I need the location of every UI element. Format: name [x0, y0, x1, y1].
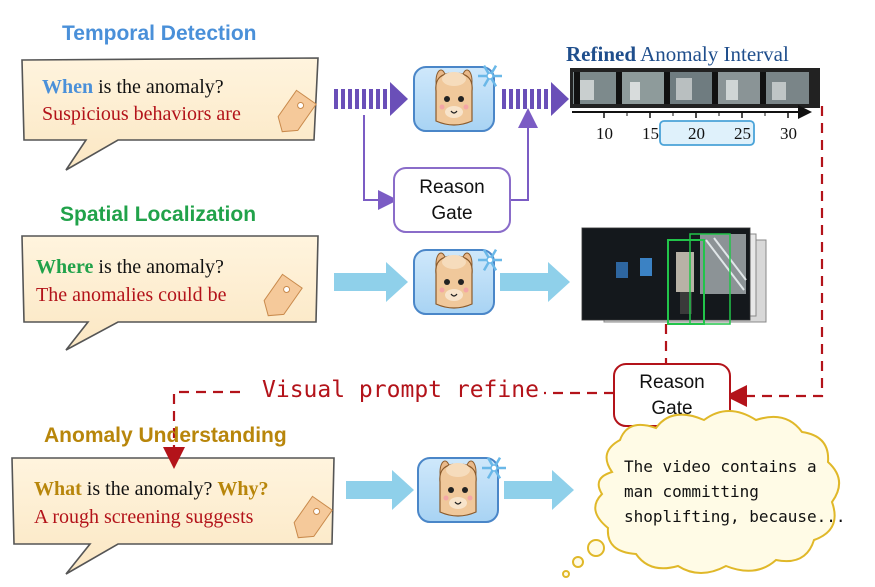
interval-highlight [659, 120, 755, 146]
temporal-arrow-out [502, 82, 569, 116]
output-line2: man committing [624, 482, 759, 501]
refined-bold: Refined [566, 42, 636, 66]
title-spatial-localization: Spatial Localization [60, 203, 257, 226]
question-temporal: When is the anomaly? [42, 76, 224, 99]
output-line3: shoplifting, because... [624, 507, 846, 526]
question-understanding: What is the anomaly? Why? [34, 478, 268, 501]
question-lead-when: When [42, 76, 94, 98]
answer-understanding: A rough screening suggests [34, 506, 254, 528]
output-thought-cloud [562, 410, 840, 578]
tick-label: 25 [734, 124, 751, 143]
answer-temporal: Suspicious behaviors are [42, 103, 241, 125]
timeline-axis [572, 105, 812, 146]
output-text: The video contains a man committing shopli… [624, 454, 846, 529]
reason-gate-top-box [393, 167, 511, 233]
spatial-frame-stack [581, 227, 767, 325]
understanding-arrow-out [504, 470, 574, 510]
spatial-arrow-out [500, 262, 570, 302]
refined-interval-title: Refined Anomaly Interval [566, 42, 789, 67]
output-line1: The video contains a [624, 457, 817, 476]
reason-gate-routing-top [363, 108, 538, 210]
reason-gate-line1: Reason [639, 372, 705, 393]
spatial-arrow-in [334, 262, 408, 302]
question-why: Why? [217, 478, 269, 500]
bubble-spatial [21, 235, 319, 351]
question-spatial: Where is the anomaly? [36, 256, 224, 279]
tick-label: 15 [642, 124, 659, 143]
refined-rest: Anomaly Interval [636, 42, 789, 66]
reason-gate-line2: Gate [431, 203, 473, 224]
tick-label: 20 [688, 124, 705, 143]
tick-label: 30 [780, 124, 797, 143]
bubble-understanding [11, 457, 335, 575]
video-frame-strip [570, 68, 820, 108]
question-rest: is the anomaly? [81, 478, 218, 500]
temporal-arrow-in [334, 82, 408, 116]
question-rest: is the anomaly? [93, 76, 224, 98]
answer-spatial: The anomalies could be [36, 284, 227, 306]
title-temporal-detection: Temporal Detection [62, 22, 257, 45]
question-lead-what: What [34, 478, 82, 500]
understanding-arrow-in [346, 470, 414, 510]
question-rest: is the anomaly? [93, 256, 224, 278]
visual-prompt-refine-label: Visual prompt refine [262, 377, 539, 403]
reason-gate-line2: Gate [651, 398, 693, 419]
question-lead-where: Where [36, 256, 94, 278]
tick-label: 10 [596, 124, 613, 143]
bubble-temporal [21, 57, 319, 171]
title-anomaly-understanding: Anomaly Understanding [44, 424, 287, 447]
red-dashed-routing [163, 106, 824, 469]
reason-gate-line1: Reason [419, 177, 485, 198]
